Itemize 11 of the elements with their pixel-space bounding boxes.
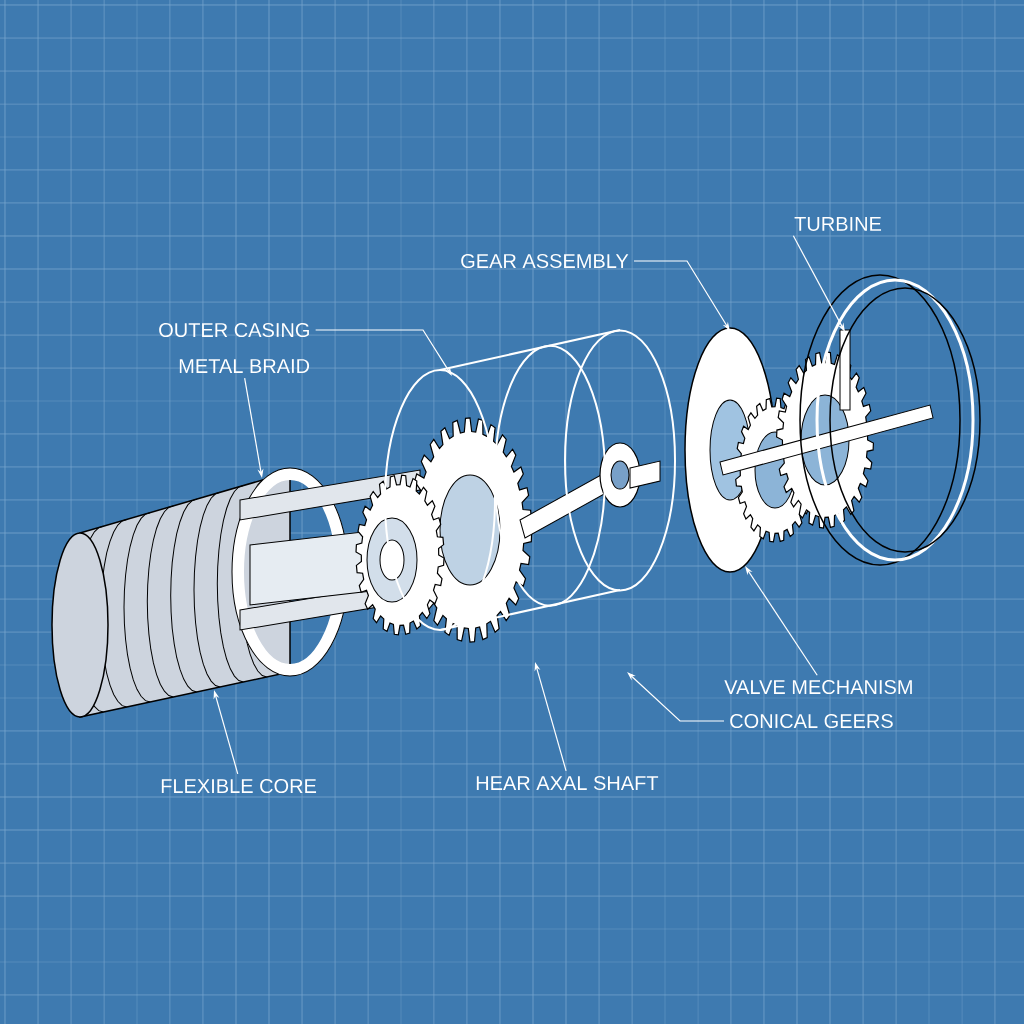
leader-line [627, 672, 725, 722]
part-label: TURBINE [794, 217, 882, 231]
part-label: GEAR ASSEMBLY [461, 253, 629, 269]
turbine-drawing [719, 274, 981, 566]
outer-casing-drawing [384, 329, 676, 631]
part-label: METAL BRAID [179, 359, 310, 373]
part-label: VALVE MECHANISM [724, 679, 912, 695]
part-label: CONICAL GEERS [730, 713, 893, 729]
part-label: HEAR AXAL SHAFT [476, 775, 659, 791]
part-label: FLEXIBLE CORE [161, 778, 317, 794]
part-label: OUTER CASING [159, 322, 309, 338]
